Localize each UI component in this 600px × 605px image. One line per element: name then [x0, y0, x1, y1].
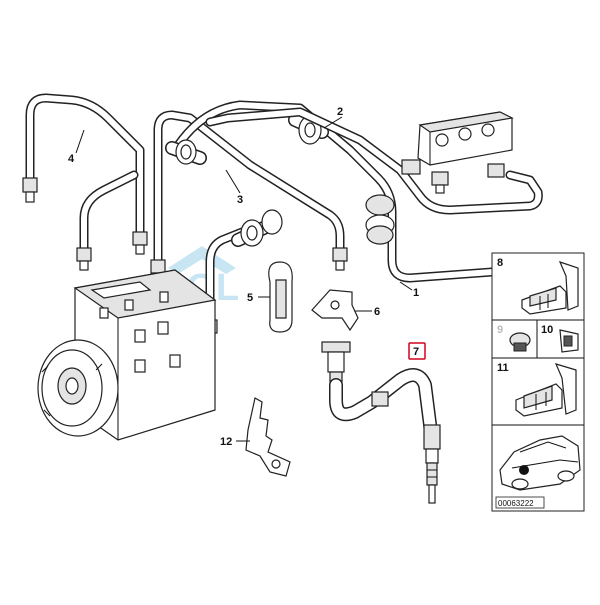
pipe-3-fitting-nut	[150, 259, 166, 274]
reference-number: 00063222	[498, 499, 534, 508]
abs-hydraulic-unit	[37, 269, 217, 441]
brake-pipe-1	[205, 107, 543, 247]
part-6-bracket	[311, 289, 359, 332]
legend-clip-8	[521, 261, 579, 315]
part-12-bracket	[245, 397, 291, 477]
legend-callout-10: 10	[541, 324, 553, 336]
callout-6: 6	[374, 306, 380, 318]
reference-number-box	[495, 496, 545, 509]
hose-location-marker	[519, 465, 529, 475]
watermark-roof-icon	[168, 246, 236, 274]
legend-clip-11	[515, 363, 577, 417]
master-cylinder-distributor	[401, 111, 514, 194]
vehicle-location-sketch	[499, 435, 581, 491]
part-7-brake-hose	[321, 341, 441, 504]
hose-lower-fitting	[423, 424, 441, 450]
callout-5: 5	[247, 292, 253, 304]
part-5-grommet	[268, 261, 293, 333]
distributor-fitting-left	[401, 159, 421, 175]
legend-callout-11: 11	[497, 362, 509, 374]
legend-callout-9: 9	[497, 324, 503, 336]
callout-3: 3	[237, 194, 243, 206]
brake-pipe-2	[165, 100, 525, 283]
brake-pipe-3	[150, 110, 348, 344]
hose-mid-fitting	[371, 391, 389, 407]
legend-callout-8: 8	[497, 257, 503, 269]
legend-plug-9	[509, 332, 531, 352]
pipe-3-end-fitting-nut	[332, 247, 348, 262]
pipe-4-lower-fitting-nut	[76, 247, 92, 262]
callout-4: 4	[68, 153, 75, 165]
distributor-fitting-mid	[431, 171, 449, 186]
distributor-fitting-right	[487, 163, 505, 178]
callout-7: 7	[413, 346, 419, 358]
legend-clip-10	[559, 329, 579, 353]
pipe-4-unit-fitting-nut	[132, 231, 148, 246]
callout-1: 1	[413, 287, 419, 299]
hose-upper-fitting	[321, 341, 351, 353]
brake-pipe-4	[22, 93, 148, 271]
legend-panel: 8 9 10 11	[491, 252, 585, 512]
leader-lines	[75, 116, 413, 442]
callout-12: 12	[220, 436, 232, 448]
pipe-4-fitting-nut	[22, 177, 38, 193]
callout-7-highlight-box	[408, 342, 426, 360]
callout-2: 2	[337, 106, 343, 118]
callouts: 4 2 3 1 5 6 12 7	[68, 106, 426, 448]
